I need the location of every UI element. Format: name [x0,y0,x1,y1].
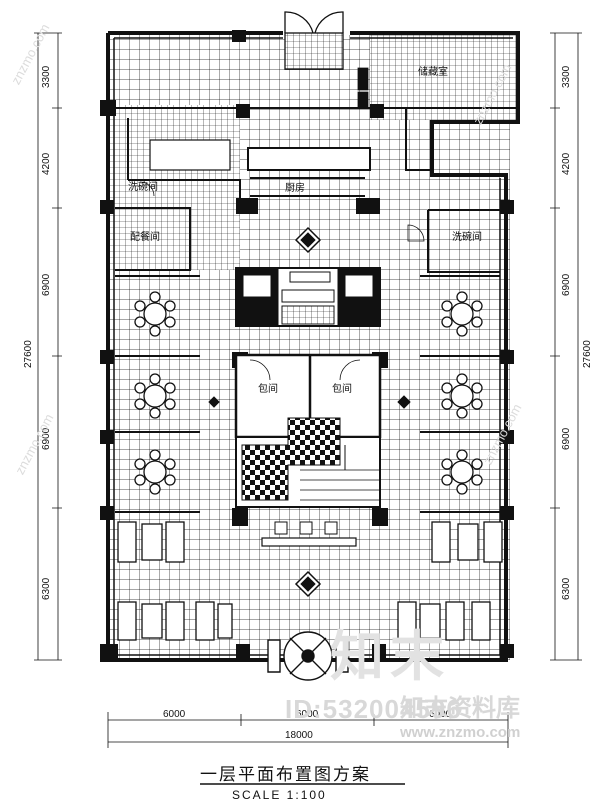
room-label-dishwash-left: 洗碗间 [128,180,158,193]
round-table [134,449,176,495]
dim-left-5: 6300 [41,577,52,600]
watermark-id: ID:532004596 [285,694,462,724]
dim-bottom-1: 6000 [163,709,186,720]
round-table [441,373,483,419]
dining-tables [134,291,483,495]
room-label-private-right: 包间 [332,382,352,395]
round-table [441,449,483,495]
room-label-storage: 储藏室 [418,65,448,78]
floor-ornaments [208,226,411,598]
dim-right-2: 4200 [561,152,572,175]
dim-bottom-3: 6000 [429,709,452,720]
dimension-left [34,32,62,661]
floor-area [110,35,518,660]
dimension-left-labels: 3300 4200 6900 6900 6300 27600 [23,65,52,600]
door-swings [139,67,425,242]
dimension-bottom-labels: 6000 6000 6000 18000 [163,709,452,741]
room-label-dishwash-right: 洗碗间 [452,230,482,243]
entrance-bottom [267,631,349,681]
dim-left-2: 4200 [41,152,52,175]
dim-left-3: 6900 [41,273,52,296]
round-table [441,291,483,337]
dimension-right-labels: 3300 4200 6900 6900 6300 27600 [561,65,593,600]
round-table [134,291,176,337]
dimension-right [550,32,582,661]
kitchen-counter [149,139,231,171]
dim-bottom-2: 6000 [296,709,319,720]
drawing-title: 一层平面布置图方案 [200,765,371,785]
room-label-pantry: 配餐间 [130,230,160,243]
room-label-private-left: 包间 [258,382,278,395]
dim-left-total: 27600 [23,340,34,368]
restroom-block [235,267,381,327]
round-table [134,373,176,419]
partitions [115,107,520,513]
dim-left-1: 3300 [41,65,52,88]
reception [261,521,357,547]
dim-right-3: 6900 [561,273,572,296]
room-labels: 储藏室 洗碗间 厨房 配餐间 洗碗间 包间 包间 [128,65,482,395]
watermark-logo: 知末 [330,625,450,688]
dim-left-4: 6900 [41,427,52,450]
private-rooms [234,353,382,508]
dim-right-5: 6300 [561,577,572,600]
drawing-scale: SCALE 1:100 [232,788,327,802]
room-label-kitchen: 厨房 [285,181,305,194]
watermark-brand: 知末资料库 [400,694,520,722]
dim-right-4: 6900 [561,427,572,450]
booth-seating [117,521,503,641]
entrance-top [284,11,344,70]
watermark-url: www.znzmo.com [400,724,521,741]
dim-right-1: 3300 [561,65,572,88]
dim-bottom-total: 18000 [285,730,313,741]
dimension-bottom [107,712,509,748]
dim-right-total: 27600 [582,340,593,368]
